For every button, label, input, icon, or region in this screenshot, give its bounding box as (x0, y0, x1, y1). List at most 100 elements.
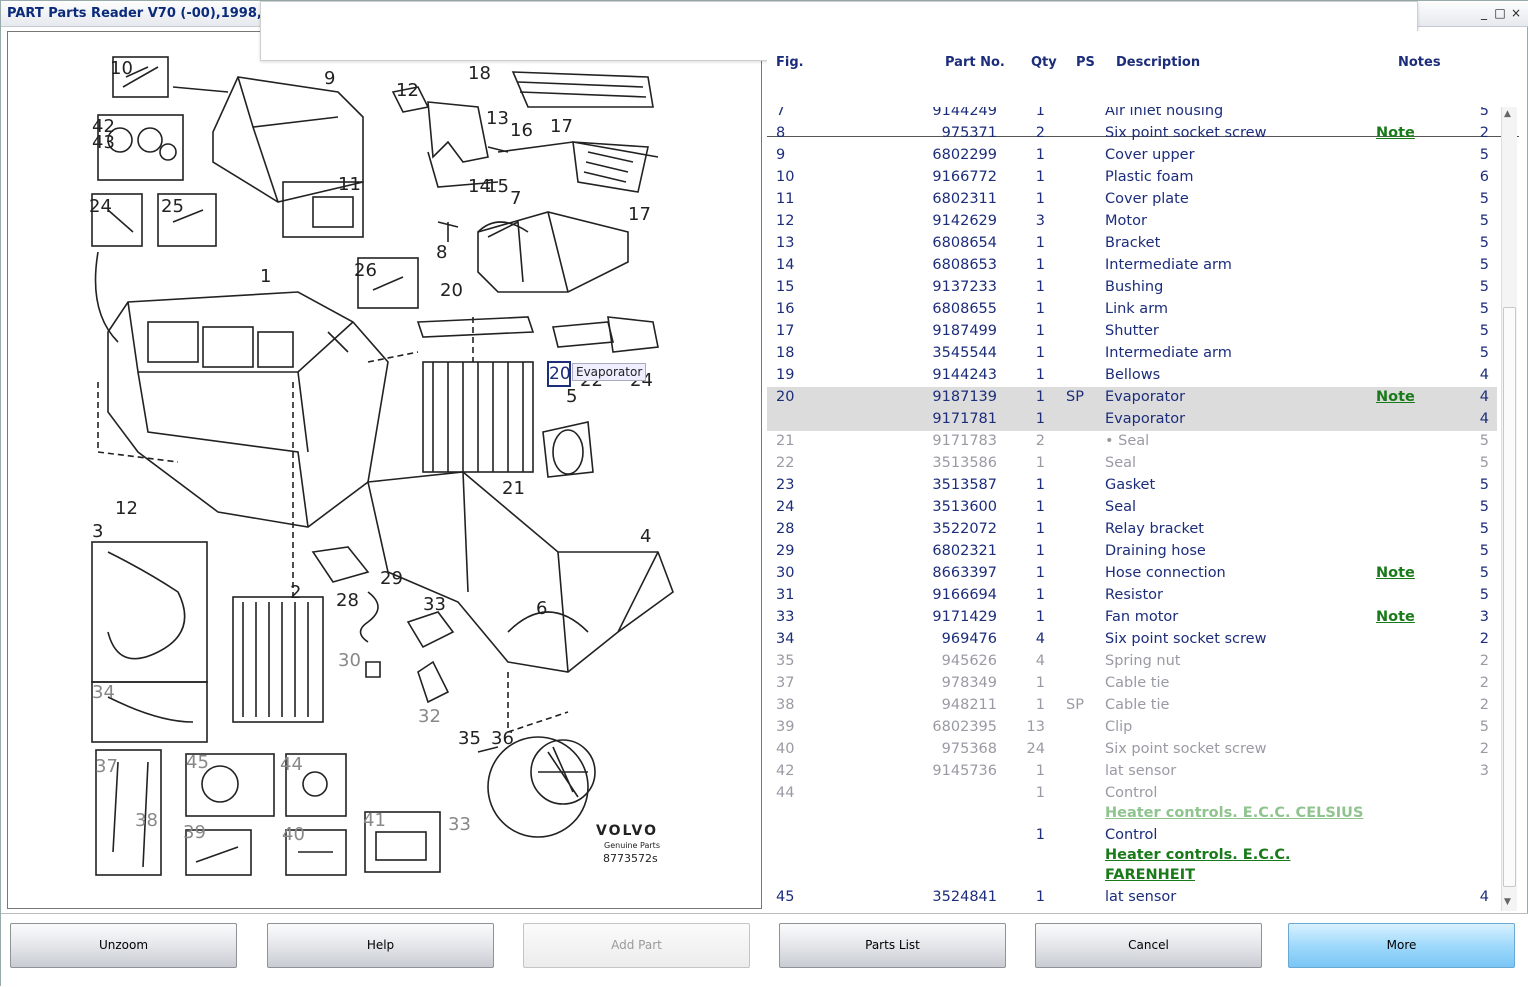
count-cell: 3 (1479, 609, 1489, 625)
scroll-up-icon[interactable]: ▲ (1504, 109, 1511, 119)
description-cell: Resistor (1105, 587, 1163, 603)
scroll-down-icon[interactable]: ▼ (1504, 897, 1511, 907)
col-part-no[interactable]: Part No. (945, 55, 1005, 70)
part-no-cell: 9144249 (932, 107, 997, 119)
count-cell: 4 (1479, 889, 1489, 905)
scroll-thumb[interactable] (1503, 307, 1516, 887)
brand-logo-text: VOLVO (596, 823, 658, 839)
count-cell: 5 (1479, 565, 1489, 581)
close-icon[interactable]: × (1510, 6, 1522, 20)
callout-label: 12 (396, 80, 419, 101)
callout-label: 2 (290, 582, 301, 603)
selected-callout[interactable]: 20 (547, 361, 571, 387)
button-bar: Unzoom Help Add Part Parts List Cancel M… (1, 913, 1528, 987)
count-cell: 5 (1479, 521, 1489, 537)
col-ps[interactable]: PS (1076, 55, 1095, 70)
part-no-cell: 9142629 (932, 213, 997, 229)
col-qty[interactable]: Qty (1031, 55, 1057, 70)
add-part-button[interactable]: Add Part (523, 923, 750, 968)
minimize-icon[interactable]: _ (1481, 6, 1487, 20)
callout-label: 12 (115, 498, 138, 519)
note-link[interactable]: Note (1376, 565, 1415, 581)
note-link[interactable]: Note (1376, 389, 1415, 405)
parts-list-button[interactable]: Parts List (779, 923, 1006, 968)
description-cell: Plastic foam (1105, 169, 1194, 185)
maximize-icon[interactable]: □ (1494, 6, 1506, 20)
part-no-cell: 8663397 (932, 565, 997, 581)
parts-scrollbar[interactable]: ▲ ▼ (1501, 107, 1517, 911)
part-no-cell: 978349 (941, 675, 997, 691)
callout-label: 21 (502, 478, 525, 499)
col-fig[interactable]: Fig. (776, 55, 804, 70)
description-link[interactable]: FARENHEIT (1105, 867, 1195, 883)
description-link[interactable]: Heater controls. E.C.C. (1105, 847, 1291, 863)
part-no-cell: 6808655 (932, 301, 997, 317)
fig-cell: 13 (776, 235, 795, 251)
part-no-cell: 975371 (941, 125, 997, 141)
callout-label: 6 (536, 598, 547, 619)
fig-cell: 16 (776, 301, 795, 317)
qty-cell: 1 (1035, 477, 1045, 493)
count-cell: 2 (1479, 675, 1489, 691)
part-no-cell: 6808653 (932, 257, 997, 273)
count-cell: 5 (1479, 213, 1489, 229)
description-cell: Bracket (1105, 235, 1161, 251)
part-no-cell: 9145736 (932, 763, 997, 779)
callout-label: 32 (418, 706, 441, 727)
col-description[interactable]: Description (1116, 55, 1201, 70)
description-link[interactable]: Heater controls. E.C.C. CELSIUS (1105, 805, 1364, 821)
callout-label: 14 (468, 176, 491, 197)
fig-cell: 22 (776, 455, 795, 471)
unzoom-button[interactable]: Unzoom (10, 923, 237, 968)
note-link[interactable]: Note (1376, 125, 1415, 141)
count-cell: 4 (1479, 367, 1489, 383)
col-notes[interactable]: Notes (1398, 55, 1441, 70)
description-cell: Evaporator (1105, 411, 1186, 427)
description-cell: Cover plate (1105, 191, 1189, 207)
callout-label: 38 (135, 810, 158, 831)
callout-label: 11 (338, 174, 361, 195)
help-button[interactable]: Help (267, 923, 494, 968)
more-button[interactable]: More (1288, 923, 1515, 968)
cancel-button[interactable]: Cancel (1035, 923, 1262, 968)
fig-cell: 34 (776, 631, 795, 647)
callout-label: 41 (363, 810, 386, 831)
exploded-parts-diagram[interactable]: 10 9 18 42 43 12 13 16 17 11 14 15 7 17 … (7, 31, 762, 909)
fig-cell: 14 (776, 257, 795, 273)
note-link[interactable]: Note (1376, 609, 1415, 625)
